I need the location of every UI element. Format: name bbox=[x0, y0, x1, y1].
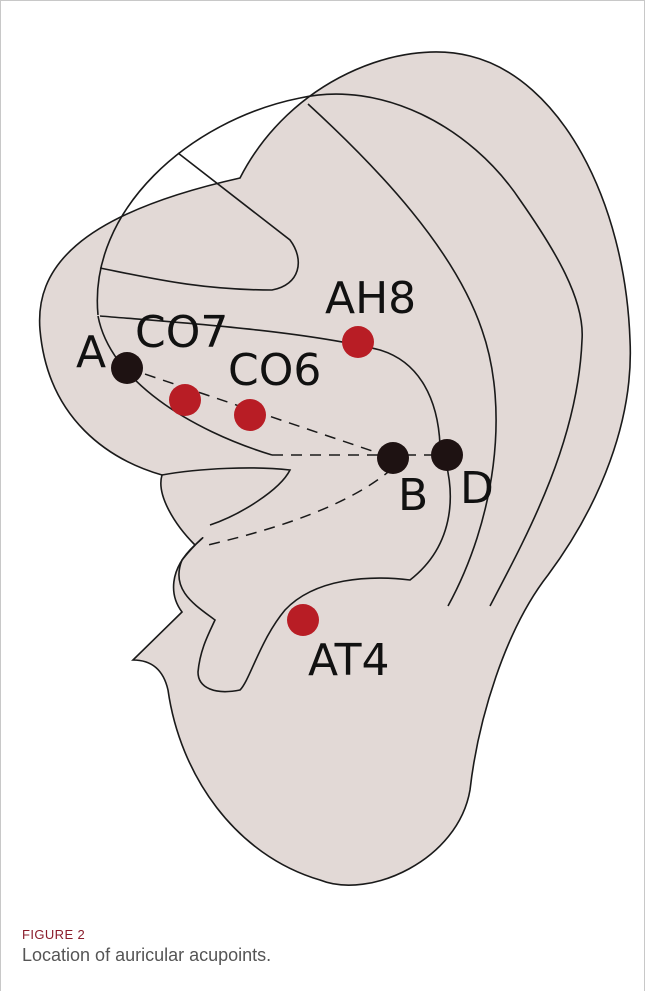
ear-diagram: A B D AH8 CO7 CO6 AT4 bbox=[0, 0, 645, 910]
label-co6: CO6 bbox=[228, 345, 321, 396]
point-co6 bbox=[234, 399, 266, 431]
label-co7: CO7 bbox=[135, 307, 228, 358]
ear-outline bbox=[40, 52, 631, 885]
label-b: B bbox=[398, 470, 428, 521]
point-d bbox=[431, 439, 463, 471]
point-ah8 bbox=[342, 326, 374, 358]
label-at4: AT4 bbox=[308, 635, 390, 686]
caption-kicker: FIGURE 2 bbox=[22, 927, 85, 942]
point-at4 bbox=[287, 604, 319, 636]
point-co7 bbox=[169, 384, 201, 416]
label-ah8: AH8 bbox=[325, 273, 416, 324]
caption-text: Location of auricular acupoints. bbox=[22, 945, 271, 966]
label-d: D bbox=[460, 463, 494, 514]
label-a: A bbox=[76, 327, 106, 378]
